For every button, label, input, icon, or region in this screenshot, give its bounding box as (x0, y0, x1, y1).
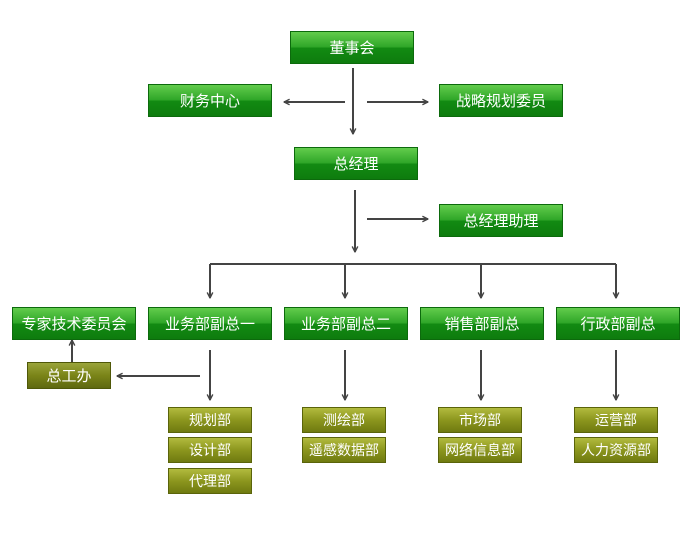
node-gm-assistant: 总经理助理 (439, 204, 563, 237)
node-tech-committee: 专家技术委员会 (12, 307, 136, 340)
node-agency-dept: 代理部 (168, 468, 252, 494)
node-design-dept: 设计部 (168, 437, 252, 463)
node-surveying-dept: 测绘部 (302, 407, 386, 433)
node-remote-sensing-dept: 遥感数据部 (302, 437, 386, 463)
node-hr-dept: 人力资源部 (574, 437, 658, 463)
node-general-manager: 总经理 (294, 147, 418, 180)
node-vp-business-2: 业务部副总二 (284, 307, 408, 340)
node-vp-sales: 销售部副总 (420, 307, 544, 340)
node-market-dept: 市场部 (438, 407, 522, 433)
node-vp-business-1: 业务部副总一 (148, 307, 272, 340)
node-planning-dept: 规划部 (168, 407, 252, 433)
node-board: 董事会 (290, 31, 414, 64)
node-chief-engineer-office: 总工办 (27, 362, 111, 389)
node-vp-admin: 行政部副总 (556, 307, 680, 340)
node-strategy-committee: 战略规划委员 (439, 84, 563, 117)
node-operations-dept: 运营部 (574, 407, 658, 433)
node-finance-center: 财务中心 (148, 84, 272, 117)
node-network-info-dept: 网络信息部 (438, 437, 522, 463)
